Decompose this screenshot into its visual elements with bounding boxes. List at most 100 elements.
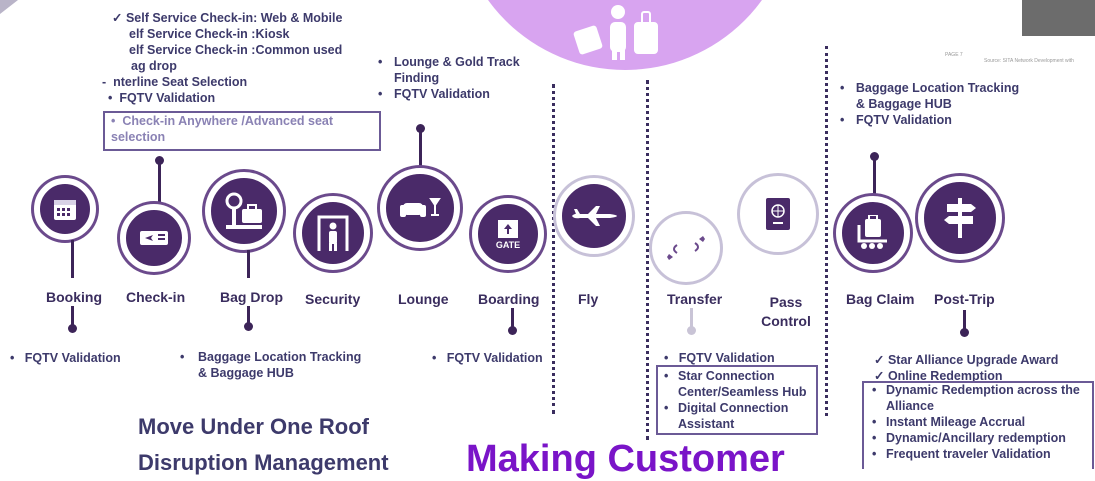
list-item: •FQTV Validation: [840, 113, 952, 127]
page-number: PAGE 7: [945, 52, 963, 58]
source-note: Source: SITA Network Development with: [984, 58, 1074, 64]
checkin-top-list: ✓ Self Service Check-in: Web & Mobile el…: [102, 10, 343, 106]
gate-icon: GATE: [496, 220, 520, 250]
checkin-highlight-box: [103, 111, 381, 151]
stage-bag-claim[interactable]: [836, 196, 910, 270]
making-customer-headline: Making Customer: [466, 438, 785, 480]
stage-label: Bag Claim: [846, 291, 915, 307]
svg-text:GATE: GATE: [496, 240, 520, 250]
lounge-top-list: •Lounge & Gold Track Finding •FQTV Valid…: [378, 54, 528, 102]
list-item-text: Star Connection Center/Seamless Hub: [678, 369, 807, 399]
checkin-boxed-item: • Check-in Anywhere /Advanced seat selec…: [111, 114, 334, 144]
list-item-text: FQTV Validation: [678, 351, 775, 365]
transfer-highlight-box: [656, 365, 818, 435]
stage-lounge[interactable]: [380, 168, 460, 248]
separator: [552, 84, 555, 414]
airplane-icon: [572, 206, 617, 226]
list-item-text: Frequent traveler Validation: [886, 447, 1051, 461]
stage-label: Post-Trip: [934, 291, 995, 307]
bagdrop-bottom-list: •Baggage Location Tracking & Baggage HUB: [180, 349, 370, 381]
list-item: ✓ Star Alliance Upgrade Award: [874, 353, 1059, 367]
boarding-pass-icon: [140, 231, 168, 245]
list-item: elf Service Check-in :Common used: [129, 43, 343, 57]
stage-security[interactable]: [296, 196, 370, 270]
stage-post-trip[interactable]: [918, 176, 1002, 260]
stage-fly[interactable]: [556, 178, 632, 254]
posttrip-highlight-box: [862, 381, 1094, 469]
list-item: •Frequent traveler Validation: [872, 447, 1051, 461]
transfer-boxed-list: •Star Connection Center/Seamless Hub •Di…: [664, 368, 814, 432]
stage-boarding[interactable]: GATE: [472, 198, 544, 270]
boarding-bottom-list: • FQTV Validation: [432, 351, 543, 365]
list-item: •Dynamic/Ancillary redemption: [872, 431, 1066, 445]
booking-bottom-list: • FQTV Validation: [10, 351, 121, 365]
stage-label: Bag Drop: [220, 289, 283, 305]
list-item-text: Baggage Location Tracking & Baggage HUB: [855, 81, 1020, 111]
connector-stem: [71, 240, 74, 278]
list-item-text: FQTV Validation: [446, 351, 543, 365]
list-item: •Lounge & Gold Track Finding: [378, 54, 528, 86]
list-item: - nterline Seat Selection: [102, 75, 248, 89]
list-item: ag drop: [131, 59, 177, 73]
separator: [825, 46, 828, 416]
list-item-text: Digital Connection Assistant: [678, 401, 789, 431]
transfer-planes-icon: [667, 236, 705, 260]
connector-stem: [247, 306, 250, 326]
list-item-text: FQTV Validation: [24, 351, 121, 365]
list-item: •Baggage Location Tracking & Baggage HUB: [840, 80, 1025, 112]
stage-label: Booking: [46, 289, 102, 305]
list-item-text: Dynamic Redemption across the Alliance: [886, 383, 1080, 413]
stage-label: Check-in: [126, 289, 186, 305]
transfer-bottom-first: • FQTV Validation: [664, 351, 775, 365]
traveler-luggage-icon: [573, 5, 658, 60]
corner-decoration: [0, 0, 18, 14]
stage-pass-control[interactable]: [740, 176, 816, 252]
list-item: •Instant Mileage Accrual: [872, 415, 1026, 429]
stage-bagdrop[interactable]: [205, 172, 283, 250]
stage-transfer[interactable]: [652, 214, 720, 282]
stage-label: Fly: [578, 291, 599, 307]
list-item-text: Instant Mileage Accrual: [886, 415, 1026, 429]
armchair-icon: [400, 198, 441, 217]
disruption-management: Disruption Management: [138, 450, 389, 475]
list-item: ✓ Self Service Check-in: Web & Mobile: [112, 11, 343, 25]
move-under-one-roof: Move Under One Roof: [138, 414, 370, 439]
list-item-text: nterline Seat Selection: [113, 75, 248, 89]
list-item-text: FQTV Validation: [394, 87, 490, 101]
connector-stem: [419, 128, 422, 174]
list-item: •Star Connection Center/Seamless Hub: [664, 368, 814, 400]
connector-dot: [244, 322, 253, 331]
baggage-cart-icon: [857, 215, 887, 249]
stage-checkin[interactable]: [120, 204, 188, 272]
list-item: elf Service Check-in :Kiosk: [129, 27, 290, 41]
stage-label: Lounge: [398, 291, 449, 307]
connector-dot: [960, 328, 969, 337]
passport-icon: [766, 198, 790, 230]
list-item-text: Baggage Location Tracking & Baggage HUB: [198, 350, 362, 380]
security-scanner-icon: [317, 215, 349, 251]
connector-stem: [690, 308, 693, 330]
connector-stem: [511, 308, 514, 330]
connector-dot: [68, 324, 77, 333]
list-item: ✓ Online Redemption: [874, 369, 1003, 383]
top-right-panel: [1022, 0, 1095, 36]
stage-booking[interactable]: [34, 178, 96, 240]
connector-stem: [158, 160, 161, 202]
connector-dot: [687, 326, 696, 335]
list-item: •FQTV Validation: [378, 87, 490, 101]
connector-stem: [247, 250, 250, 278]
separator: [646, 80, 649, 440]
connector-stem: [873, 156, 876, 200]
stage-label: Transfer: [667, 291, 723, 307]
stage-label: Security: [305, 291, 361, 307]
list-item: •Digital Connection Assistant: [664, 400, 814, 432]
list-item: •Dynamic Redemption across the Alliance: [872, 382, 1090, 414]
calendar-icon: [54, 200, 76, 220]
stage-label: Pass Control: [761, 294, 811, 329]
posttrip-boxed-list: •Dynamic Redemption across the Alliance …: [872, 382, 1090, 462]
connector-dot: [508, 326, 517, 335]
bag-scale-icon: [225, 192, 262, 229]
list-item-text: Lounge & Gold Track Finding: [394, 55, 520, 85]
list-item: • FQTV Validation: [108, 91, 216, 105]
bagclaim-top-list: •Baggage Location Tracking & Baggage HUB…: [840, 80, 1025, 128]
